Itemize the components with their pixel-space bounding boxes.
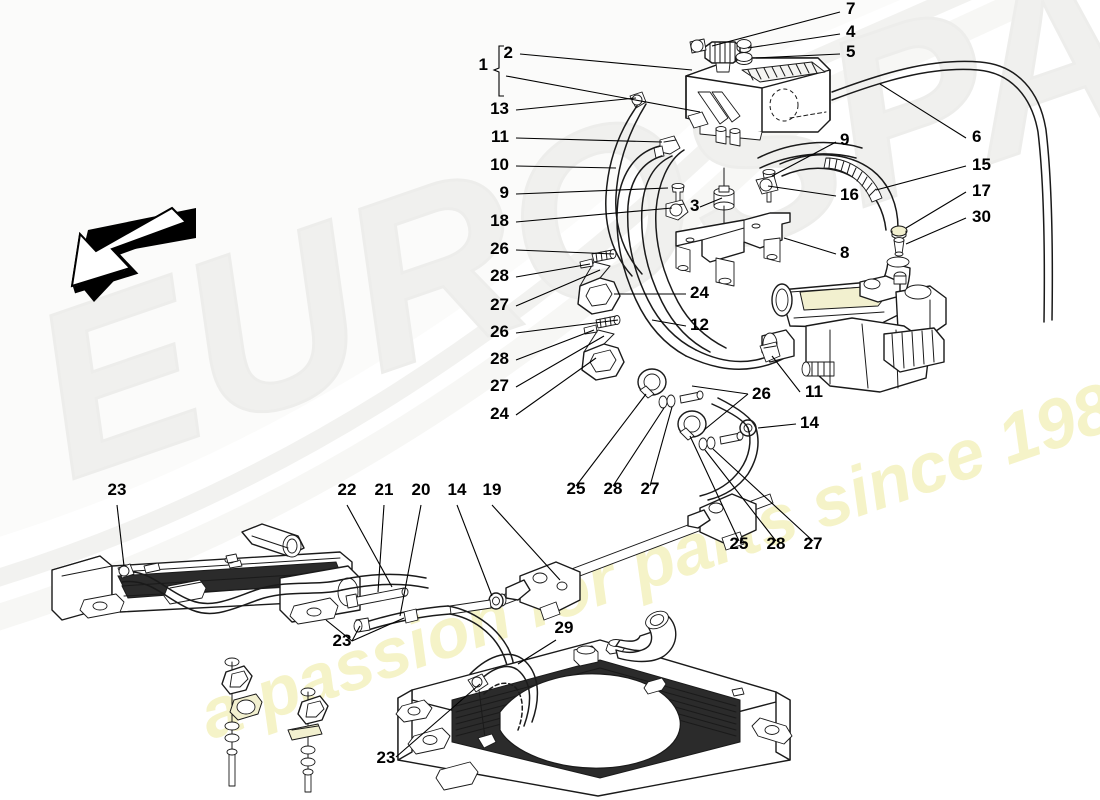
callout-number-26: 26 xyxy=(752,384,771,403)
mounting-bracket xyxy=(675,212,791,287)
rigid-pipes-group xyxy=(345,493,774,633)
callout-number-3: 3 xyxy=(690,196,699,215)
leader-lines-top-right xyxy=(711,11,841,59)
leader-lines-bottom xyxy=(116,504,561,758)
group-bracket-1 xyxy=(492,45,504,97)
callout-number-26: 26 xyxy=(490,239,509,258)
callout-number-27: 27 xyxy=(641,479,660,498)
callout-number-18: 18 xyxy=(490,211,509,230)
callout-number-14: 14 xyxy=(800,413,819,432)
callout-number-9: 9 xyxy=(500,183,509,202)
hose-support-clamp-b xyxy=(581,329,625,381)
callout-number-24: 24 xyxy=(490,404,509,423)
leader-lines-right xyxy=(767,83,967,255)
direction-of-travel-arrow xyxy=(70,206,196,302)
callout-number-25: 25 xyxy=(567,479,586,498)
callout-number-14: 14 xyxy=(448,480,467,499)
callout-number-24: 24 xyxy=(690,283,709,302)
callout-number-26: 26 xyxy=(490,322,509,341)
nut-and-washer xyxy=(735,39,753,65)
pipe-from-clips xyxy=(699,403,751,497)
callout-number-27: 27 xyxy=(490,376,509,395)
spring-guard-sleeve xyxy=(823,157,883,203)
callout-number-5: 5 xyxy=(846,42,855,61)
cooler-hose-bundle xyxy=(616,145,791,371)
callout-number-9: 9 xyxy=(840,130,849,149)
pipe-from-clips-2 xyxy=(707,397,759,501)
callout-number-17: 17 xyxy=(972,181,991,200)
callout-number-13: 13 xyxy=(490,99,509,118)
screw-washer-set-b xyxy=(583,315,621,335)
callout-number-21: 21 xyxy=(375,480,394,499)
callout-number-30: 30 xyxy=(972,207,991,226)
callout-number-27: 27 xyxy=(490,295,509,314)
hose-support-clamp-a xyxy=(577,261,621,315)
callout-number-6: 6 xyxy=(972,127,981,146)
callout-number-22: 22 xyxy=(338,480,357,499)
callout-number-19: 19 xyxy=(483,480,502,499)
cooler-clamp-23 xyxy=(117,563,135,579)
filler-cap xyxy=(689,38,741,73)
cooler-inlet-pipe-22 xyxy=(119,570,429,615)
callout-number-28: 28 xyxy=(604,479,623,498)
long-feed-hose xyxy=(831,60,1054,323)
callout-number-10: 10 xyxy=(490,155,509,174)
callout-number-28: 28 xyxy=(767,534,786,553)
clip-hardware-upper xyxy=(658,390,704,409)
callout-number-2: 2 xyxy=(504,43,513,62)
hose-clamp-lower xyxy=(759,341,781,363)
leader-lines-center xyxy=(614,197,801,431)
banjo-bolt-assembly xyxy=(890,225,908,257)
callout-number-29: 29 xyxy=(555,618,574,637)
leader-lines-clip-sets xyxy=(575,393,814,542)
callout-number-23: 23 xyxy=(377,748,396,767)
hose-retaining-clip xyxy=(665,199,689,221)
pressure-hose-15 xyxy=(779,154,899,231)
return-hose xyxy=(605,103,647,277)
hose-upper-right xyxy=(757,141,863,159)
callout-number-1: 1 xyxy=(479,55,488,74)
expansion-tank-assembly xyxy=(685,57,831,147)
steering-gearbox-assembly xyxy=(761,256,947,393)
callout-number-28: 28 xyxy=(490,266,509,285)
radiator-fan-assembly xyxy=(395,610,793,797)
oil-cooler-lower-left xyxy=(51,523,361,625)
p-clip-lower xyxy=(677,410,707,441)
flexible-drain-hose-29 xyxy=(467,653,539,749)
callout-number-27: 27 xyxy=(804,534,823,553)
callout-number-11: 11 xyxy=(491,127,509,146)
callout-number-23: 23 xyxy=(108,480,127,499)
p-clip-upper xyxy=(637,368,667,399)
watermark-swoosh xyxy=(0,0,1100,560)
watermark-swoosh-stroke xyxy=(0,0,972,587)
callout-number-16: 16 xyxy=(840,185,859,204)
callout-number-8: 8 xyxy=(840,243,849,262)
hardware-stack-left xyxy=(221,657,263,787)
screw-washer-set-a xyxy=(579,249,617,269)
callout-number-20: 20 xyxy=(412,480,431,499)
callout-number-7: 7 xyxy=(846,0,855,18)
hose-clip-16-area xyxy=(755,175,779,195)
leader-lines-left xyxy=(505,53,701,416)
callout-number-11: 11 xyxy=(805,382,823,401)
tank-rib-lines xyxy=(747,62,818,81)
callout-number-25: 25 xyxy=(730,534,749,553)
clip-hardware-lower xyxy=(698,431,744,451)
hardware-stack-right xyxy=(287,687,329,793)
callout-number-12: 12 xyxy=(690,315,709,334)
callout-number-28: 28 xyxy=(490,349,509,368)
hose-upper-right-2 xyxy=(759,153,857,169)
callout-number-4: 4 xyxy=(846,22,856,41)
callout-number-15: 15 xyxy=(972,155,991,174)
callout-number-23: 23 xyxy=(333,631,352,650)
callout-numbers: 1274513111091826282726282724691615173038… xyxy=(108,0,991,767)
